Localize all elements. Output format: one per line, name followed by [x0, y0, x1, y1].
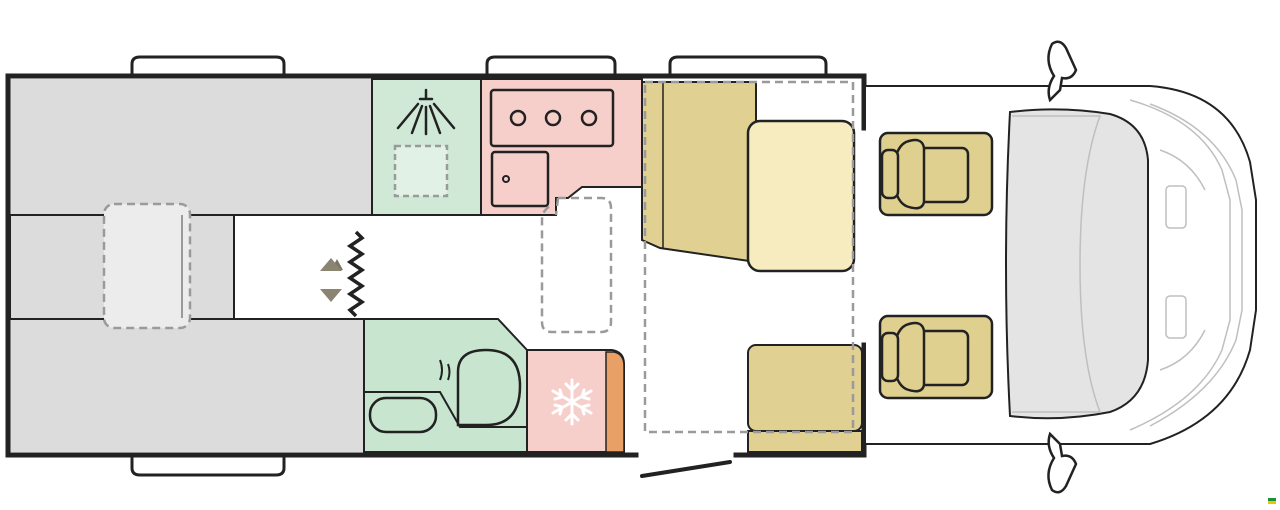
toilet-icon	[456, 348, 522, 427]
cab	[866, 40, 1257, 494]
table-extension-outline	[540, 196, 613, 334]
aisle	[320, 230, 366, 318]
zigzag-divider-icon	[346, 230, 366, 318]
snowflake-icon	[551, 378, 593, 426]
windows	[130, 55, 828, 477]
shower	[371, 78, 482, 216]
dinette-bench-front	[747, 344, 863, 432]
burner-2	[544, 109, 562, 127]
window-kitchen-top	[485, 55, 617, 76]
toilet-flush-icon	[439, 359, 451, 381]
dashboard	[1005, 108, 1149, 420]
mirror-bottom-icon	[1047, 431, 1078, 494]
washroom-vanity	[364, 391, 527, 428]
dinette-bed-outline	[643, 80, 855, 434]
bed-cushion	[102, 202, 192, 330]
dinette-bench-rear	[641, 81, 757, 264]
windscreen-lines	[1129, 99, 1243, 431]
down-arrow-icon	[320, 289, 342, 302]
sink-drain	[502, 175, 510, 183]
burner-3	[580, 109, 598, 127]
fridge-side-panel	[605, 351, 625, 453]
cab-seat-driver	[878, 314, 994, 400]
entrance-door	[640, 460, 732, 478]
fridge	[526, 349, 625, 453]
dinette-table	[746, 119, 856, 273]
cab-seat-passenger	[878, 131, 994, 217]
washroom	[363, 318, 528, 453]
washbasin-icon	[368, 396, 438, 434]
hob-icon	[489, 88, 615, 148]
shower-tray	[393, 144, 449, 198]
mirror-top-icon	[1047, 40, 1078, 103]
brand-flag-icon	[1268, 498, 1276, 504]
rear-bed	[9, 79, 372, 452]
window-rear-left-top	[130, 55, 286, 76]
kitchen	[480, 78, 643, 216]
window-dinette-top	[668, 55, 828, 76]
dinette	[641, 80, 863, 453]
sink-icon	[490, 150, 550, 208]
bench-backrest-front	[747, 430, 863, 453]
dashboard-contour	[1012, 115, 1102, 413]
window-rear-left-bottom	[130, 456, 286, 477]
up-down-arrows-icon	[320, 258, 342, 271]
bed-mattress-bottom	[10, 319, 364, 452]
bed-mattress-top	[10, 79, 372, 215]
shower-icon	[396, 88, 456, 136]
burner-1	[509, 109, 527, 127]
outer-walls	[5, 73, 867, 458]
